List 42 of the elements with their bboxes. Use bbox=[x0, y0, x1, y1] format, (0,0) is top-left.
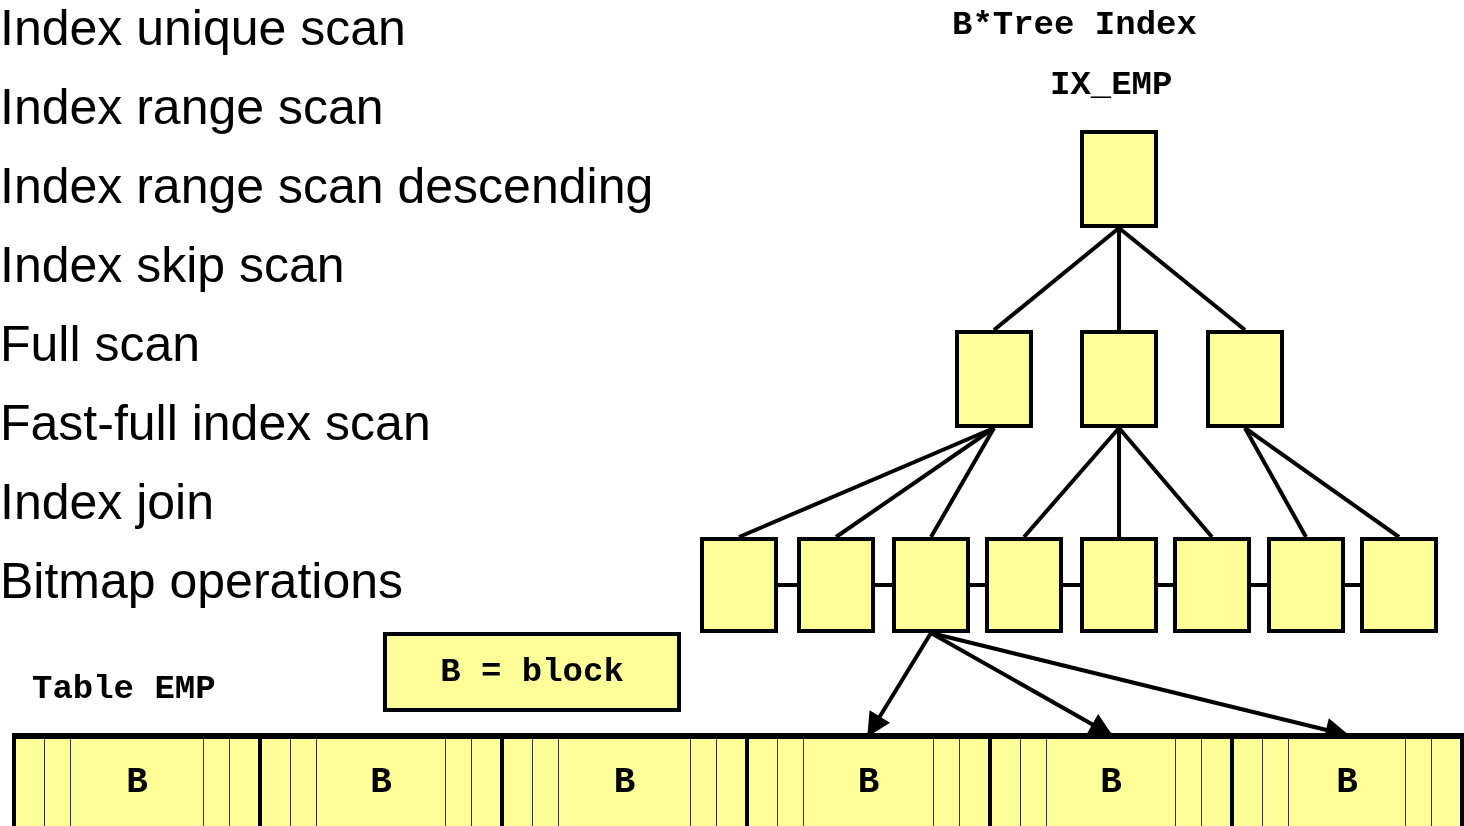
block-label: B bbox=[126, 762, 148, 803]
block-label: B bbox=[370, 762, 392, 803]
index-block-box bbox=[700, 537, 778, 633]
index-block-box bbox=[1173, 537, 1251, 633]
access-method-text: Index join bbox=[0, 473, 215, 532]
index-name: IX_EMP bbox=[1050, 66, 1173, 104]
connector-line bbox=[1158, 583, 1173, 587]
index-title: B*Tree Index bbox=[952, 6, 1197, 44]
connector-line bbox=[1243, 426, 1401, 539]
connector-line bbox=[778, 583, 797, 587]
index-block-box bbox=[797, 537, 875, 633]
access-method-text: Index skip scan bbox=[0, 236, 345, 295]
connector-line bbox=[1243, 427, 1308, 538]
table-title: Table EMP bbox=[32, 670, 216, 708]
access-method-text: Bitmap operations bbox=[0, 552, 403, 611]
index-block-box bbox=[1267, 537, 1345, 633]
block-label: B bbox=[613, 762, 636, 803]
block-label: B bbox=[1336, 762, 1358, 803]
connector-line bbox=[970, 583, 985, 587]
access-method-text: Full scan bbox=[0, 315, 201, 374]
connector-line bbox=[1345, 583, 1360, 587]
index-block-box bbox=[1080, 537, 1158, 633]
connector-line bbox=[929, 427, 996, 538]
index-block-box bbox=[1206, 330, 1284, 428]
access-method-text: Fast-full index scan bbox=[0, 394, 431, 453]
index-block-box bbox=[985, 537, 1063, 633]
connector-line bbox=[875, 583, 892, 587]
connector-line bbox=[1117, 228, 1121, 330]
connector-line bbox=[1063, 583, 1080, 587]
index-block-box bbox=[892, 537, 970, 633]
index-block-box bbox=[1080, 330, 1158, 428]
index-block-box bbox=[955, 330, 1033, 428]
block-label: B bbox=[857, 762, 880, 803]
connector-line bbox=[1117, 428, 1121, 537]
index-block-box bbox=[1360, 537, 1438, 633]
access-method-text: Index range scan descending bbox=[0, 157, 654, 216]
access-method-text: Index range scan bbox=[0, 78, 384, 137]
index-block-box bbox=[1080, 130, 1158, 228]
connector-line bbox=[1251, 583, 1267, 587]
access-method-text: Index unique scan bbox=[0, 0, 406, 58]
block-label: B bbox=[1100, 762, 1122, 803]
legend-box: B = block bbox=[383, 632, 681, 712]
